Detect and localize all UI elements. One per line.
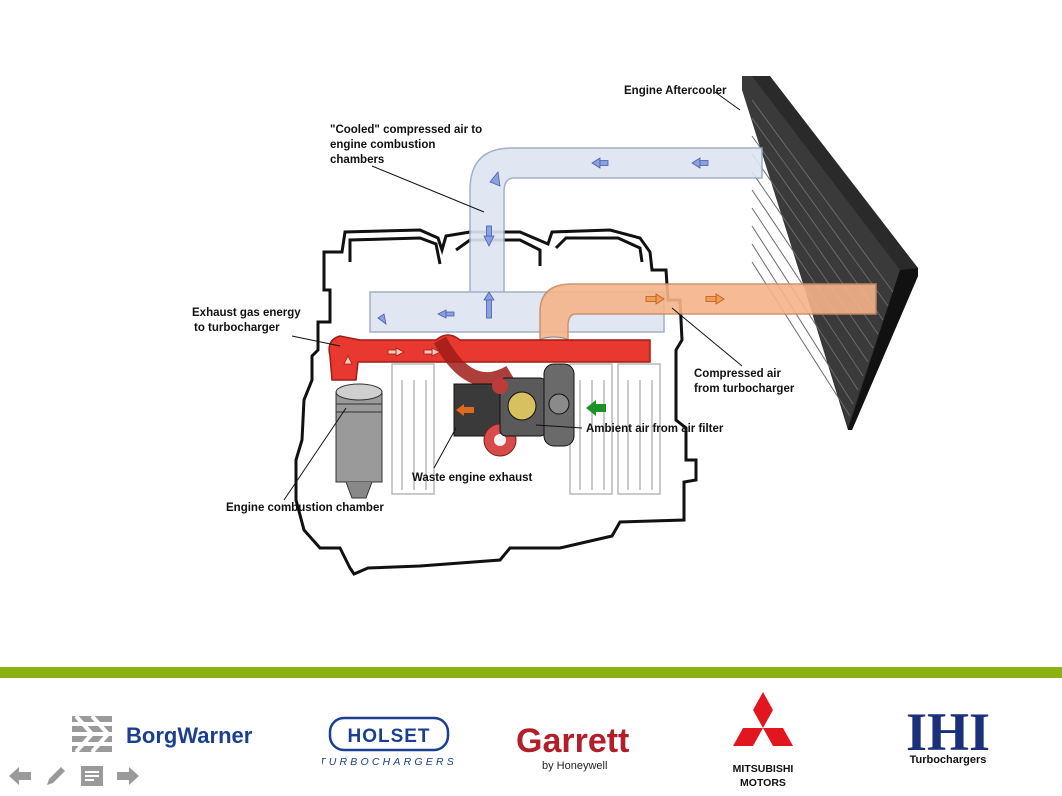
arrow-right-icon[interactable] <box>114 764 142 788</box>
pencil-icon[interactable] <box>42 764 70 788</box>
svg-text:TURBOCHARGERS: TURBOCHARGERS <box>322 756 457 768</box>
label-exhaust-energy-line2: to turbocharger <box>194 322 280 334</box>
exhaust-manifold <box>328 334 651 387</box>
waste-exhaust-arrow <box>456 404 474 416</box>
arrow-left-icon[interactable] <box>6 764 34 788</box>
holset-logo: HOLSET TURBOCHARGERS <box>322 716 457 768</box>
label-cooled-air-line2: engine combustion <box>330 139 435 151</box>
exhaust-arrows <box>343 347 441 365</box>
cooled-air-pipe <box>369 147 763 333</box>
ihi-logo: IHI Turbochargers <box>906 702 990 766</box>
label-compressed-air-line1: Compressed air <box>694 368 781 380</box>
turbocharger-diagram: Engine Aftercooler "Cooled" compressed a… <box>192 76 918 576</box>
svg-text:Garrett: Garrett <box>516 722 629 760</box>
engine-block-outline <box>294 228 698 576</box>
svg-text:BorgWarner: BorgWarner <box>126 723 253 748</box>
svg-text:MITSUBISHI: MITSUBISHI <box>733 763 794 775</box>
garrett-logo: Garrett by Honeywell <box>516 722 629 772</box>
label-combustion-chamber: Engine combustion chamber <box>226 502 384 514</box>
svg-text:by Honeywell: by Honeywell <box>542 760 607 772</box>
leader-lines <box>283 91 743 501</box>
label-compressed-air-line2: from turbocharger <box>694 383 795 395</box>
compressed-air-arrows <box>645 293 725 305</box>
label-cooled-air-line3: chambers <box>330 154 384 166</box>
mitsubishi-logo: MITSUBISHI MOTORS <box>733 692 794 789</box>
label-exhaust-energy-line1: Exhaust gas energy <box>192 307 301 319</box>
combustion-chamber-piston <box>335 383 383 499</box>
svg-text:MOTORS: MOTORS <box>740 777 786 789</box>
cool-air-arrows <box>377 157 709 325</box>
slide-navigation <box>6 764 142 788</box>
label-waste-exhaust: Waste engine exhaust <box>412 472 533 484</box>
borgwarner-logo: BorgWarner <box>72 714 253 754</box>
svg-text:Turbochargers: Turbochargers <box>910 754 987 766</box>
turbocharger <box>453 363 575 457</box>
ambient-air-arrow <box>586 400 606 416</box>
accent-divider-bar <box>0 667 1062 678</box>
label-cooled-air-line1: "Cooled" compressed air to <box>330 124 482 136</box>
label-aftercooler: Engine Aftercooler <box>624 85 727 97</box>
notes-icon[interactable] <box>78 764 106 788</box>
label-ambient-air: Ambient air from air filter <box>586 423 724 435</box>
engine-cylinders <box>391 363 661 495</box>
svg-text:HOLSET: HOLSET <box>347 726 430 747</box>
svg-text:IHI: IHI <box>906 702 990 762</box>
